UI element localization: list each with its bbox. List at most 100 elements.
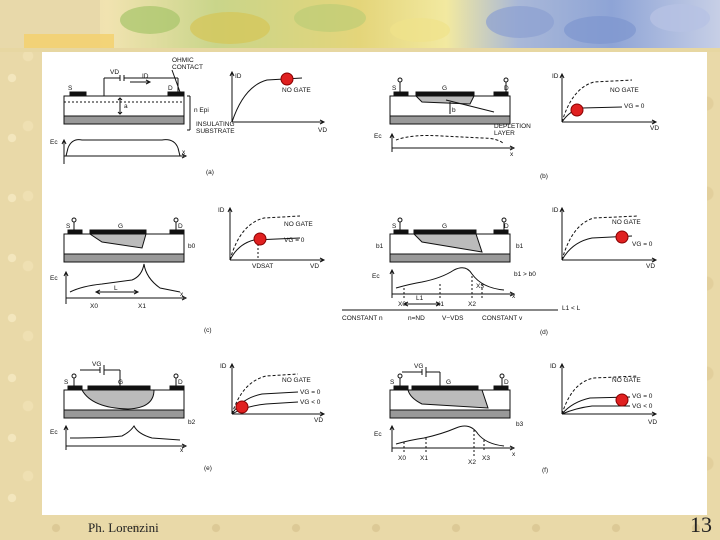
axis-id-d: ID [552, 207, 559, 214]
curve-label-b2: VG = 0 [624, 103, 645, 110]
structure-a: VD ID S D a n Epi OHMIC CONTACT INSULATI… [50, 57, 235, 164]
label-g-f: G [446, 379, 451, 386]
label-g-b: G [442, 85, 447, 92]
label-b0-c: b0 [188, 243, 196, 250]
structure-b: S G D b Ec x DEPLETION LAYER [374, 77, 531, 158]
curve-label-b1: NO GATE [610, 87, 639, 94]
caption-e: (e) [204, 465, 212, 472]
label-x2-f: X2 [468, 459, 476, 466]
structure-c: S G D b0 Ec x X0 X1 L [50, 217, 196, 310]
caption-b: (b) [540, 173, 548, 180]
axis-id-f: ID [550, 363, 557, 370]
curve-label-e3: VG < 0 [300, 399, 321, 406]
label-const-n-d: CONSTANT n [342, 315, 383, 322]
label-x1-f: X1 [420, 455, 428, 462]
label-d-c: D [178, 223, 183, 230]
axis-vd-f: VD [648, 419, 657, 426]
curve-label-e2: VG = 0 [300, 389, 321, 396]
label-b-b: b [452, 107, 456, 114]
label-ohmic-a: OHMIC [172, 57, 194, 64]
iv-graph-e: ID VD NO GATE VG = 0 VG < 0 [220, 362, 326, 424]
label-contact-a: CONTACT [172, 64, 203, 71]
curve-label-a: NO GATE [282, 87, 311, 94]
operating-point-marker-e [235, 400, 249, 414]
label-ec-f: Ec [374, 431, 382, 438]
structure-f: VG S G D b3 Ec x X0 X1 X2 X3 [374, 363, 524, 466]
label-ec-e: Ec [50, 429, 58, 436]
label-d-a: D [168, 85, 173, 92]
caption-f: (f) [542, 467, 548, 474]
label-insulating-a: INSULATING [196, 121, 235, 128]
axis-id-a: ID [235, 73, 242, 80]
label-x-f: x [512, 451, 516, 458]
label-substrate-a: SUBSTRATE [196, 128, 235, 135]
panel-d: S G D b1 b1 Ec x X0 X1 X2 X3 b1 > b0 CON… [342, 206, 658, 336]
label-ec-b: Ec [374, 133, 382, 140]
axis-id-c: ID [218, 207, 225, 214]
label-x-c: x [180, 291, 184, 298]
label-g-c: G [118, 223, 123, 230]
axis-vd-d: VD [646, 263, 655, 270]
axis-vd-a: VD [318, 127, 327, 134]
decorative-banner [0, 0, 720, 52]
label-b1-right-d: b1 [516, 243, 524, 250]
curve-label-d1: NO GATE [612, 219, 641, 226]
label-x2-d: X2 [468, 301, 476, 308]
label-x-b: x [510, 151, 514, 158]
label-x0-d: X0 [398, 301, 406, 308]
iv-graph-f: ID VD NO GATE VG = 0 VG < 0 [550, 362, 657, 426]
label-ec-c: Ec [50, 275, 58, 282]
curve-label-e1: NO GATE [282, 377, 311, 384]
label-x3-f: X3 [482, 455, 490, 462]
caption-c: (c) [204, 327, 212, 334]
label-x-a: x [182, 149, 186, 156]
label-vdsat-c: VDSAT [252, 263, 273, 270]
curve-label-f1: NO GATE [612, 377, 641, 384]
label-vg-f: VG [414, 363, 423, 370]
label-x0-c: X0 [90, 303, 98, 310]
label-ec-a: Ec [50, 139, 58, 146]
footer-author: Ph. Lorenzini [88, 520, 159, 535]
label-epi-a: n Epi [194, 107, 209, 114]
structure-d: S G D b1 b1 Ec x X0 X1 X2 X3 b1 > b0 CON… [342, 217, 581, 322]
label-g-d: G [442, 223, 447, 230]
label-x1-c: X1 [138, 303, 146, 310]
operating-point-marker-b [570, 103, 584, 117]
label-l1l-d: L1 < L [562, 305, 581, 312]
label-s-a: S [68, 85, 73, 92]
label-id-a: ID [142, 73, 149, 80]
label-b2-e: b2 [188, 419, 196, 426]
label-l-c: L [114, 285, 118, 292]
label-d-e: D [178, 379, 183, 386]
label-const-v-d: CONSTANT v [482, 315, 523, 322]
label-x-d: x [512, 293, 516, 300]
caption-a: (a) [206, 169, 214, 176]
panel-f: VG S G D b3 Ec x X0 X1 X2 X3 ID VD NO GA… [374, 362, 657, 474]
iv-graph-b: ID VD NO GATE VG = 0 [552, 72, 659, 132]
iv-graph-c: ID VD NO GATE VG = 0 VDSAT [218, 206, 326, 270]
page-number: 13 [690, 512, 712, 537]
operating-point-marker-a [280, 72, 294, 86]
label-d-b: D [504, 85, 509, 92]
slide-content: VD ID S D a n Epi OHMIC CONTACT INSULATI… [42, 52, 707, 515]
operating-point-marker-c [253, 232, 267, 246]
curve-label-c2: VG = 0 [284, 237, 305, 244]
label-ec-d: Ec [372, 273, 380, 280]
label-x0-f: X0 [398, 455, 406, 462]
label-depletion-b: DEPLETION [494, 123, 531, 130]
label-vg-e: VG [92, 361, 101, 368]
curve-label-f2: VG = 0 [632, 393, 653, 400]
structure-e: VG S G D b2 Ec x [50, 361, 196, 454]
label-b3-f: b3 [516, 421, 524, 428]
label-vd-a: VD [110, 69, 119, 76]
label-nnd-d: n=ND [408, 315, 425, 322]
label-d-d: D [504, 223, 509, 230]
axis-vd-c: VD [310, 263, 319, 270]
label-s-c: S [66, 223, 71, 230]
axis-vd-b: VD [650, 125, 659, 132]
axis-id-e: ID [220, 363, 227, 370]
label-d-f: D [504, 379, 509, 386]
label-b1-d: b1 [376, 243, 384, 250]
label-vvd-d: V−VDS [442, 315, 464, 322]
curve-label-c1: NO GATE [284, 221, 313, 228]
